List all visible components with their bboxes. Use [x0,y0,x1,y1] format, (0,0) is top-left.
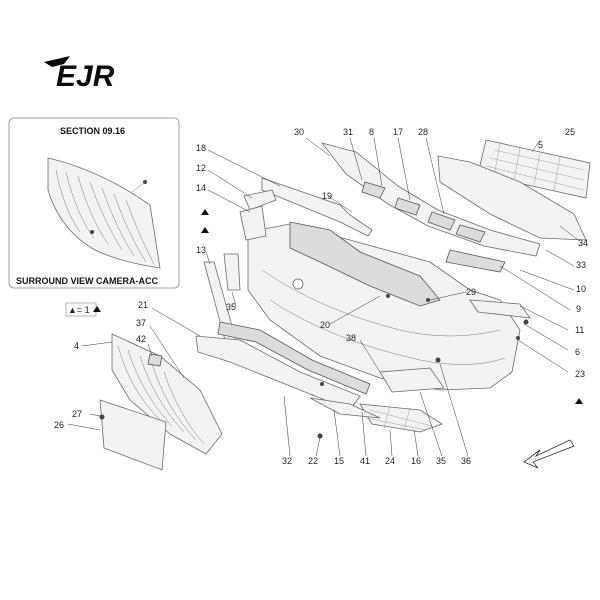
callout-label: 30 [294,127,304,137]
callout-label: 6 [575,347,580,357]
legend-text: ▲= 1 [68,305,90,315]
callout-label: 37 [136,318,146,328]
callout-label: 17 [393,127,403,137]
callout-label: 11 [575,325,584,335]
callout-label: 41 [360,456,370,466]
callout-label: 13 [196,245,206,255]
callout-label: 20 [320,320,330,330]
inset-section-box: SECTION 09.16 SURROUND VIEW CAMERA-ACC [8,117,180,289]
callout-label: 4 [74,341,79,351]
callout-label: 38 [346,333,356,343]
brand-logo: EJR [44,56,115,93]
callout-label: 34 [578,238,588,248]
inset-caption: SURROUND VIEW CAMERA-ACC [16,276,158,286]
parts-drawing [99,139,591,471]
callout-label: 16 [411,456,421,466]
triangle-markers [93,209,583,404]
callout-label: 28 [418,127,428,137]
callout-label: 35 [226,302,236,312]
callout-labels: 30 31 8 17 28 25 5 18 12 14 19 13 34 33 … [54,127,588,466]
callout-label: 35 [436,456,446,466]
leader-lines [67,137,579,457]
callout-label: 33 [576,260,586,270]
callout-label: 26 [54,420,64,430]
callout-label: 9 [576,304,581,314]
callout-label: 14 [196,183,206,193]
callout-label: 22 [308,456,318,466]
direction-arrow-icon [523,439,575,469]
callout-label: 25 [565,127,575,137]
callout-label: 36 [461,456,471,466]
callout-label: 15 [334,456,344,466]
inset-grille-drawing [47,157,161,269]
callout-label: 42 [136,334,146,344]
callout-label: 5 [538,140,543,150]
callout-label: 32 [282,456,292,466]
logo-text: EJR [56,60,115,93]
callout-label: 18 [196,143,206,153]
legend-box: ▲= 1 [65,302,97,317]
callout-label: 27 [72,409,82,419]
callout-label: 10 [576,284,586,294]
callout-label: 8 [369,127,374,137]
callout-label: 19 [322,191,332,201]
callout-label: 21 [138,300,148,310]
inset-title: SECTION 09.16 [60,126,125,136]
callout-label: 12 [196,163,206,173]
callout-label: 29 [466,287,476,297]
callout-label: 23 [575,369,585,379]
callout-label: 24 [385,456,395,466]
callout-label: 31 [343,127,353,137]
